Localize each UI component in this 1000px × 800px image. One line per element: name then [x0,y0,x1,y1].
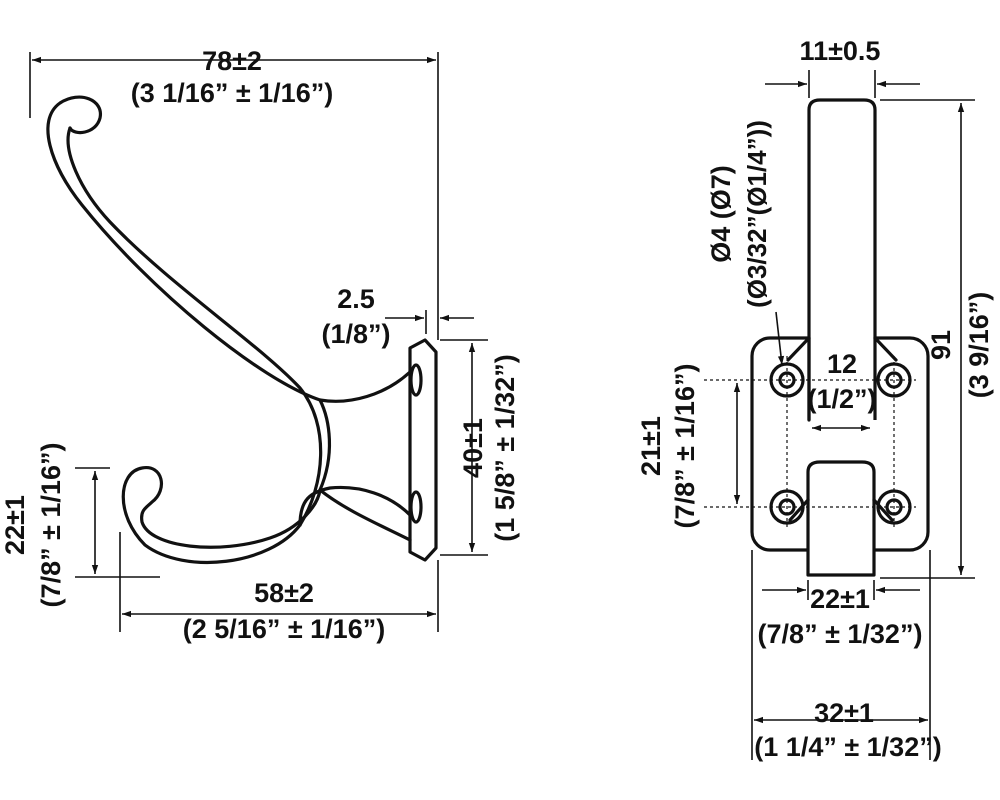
label-plate-thickness-imperial: (1/8”) [321,319,390,349]
side-hook-upper-arm-inner [66,126,323,527]
side-hook-neck [318,398,331,492]
label-lower-hook-height: 22±1 [0,495,30,555]
front-upper-arm [807,98,877,420]
label-lower-hook-height-imperial: (7/8” ± 1/16”) [36,443,66,608]
label-lower-hook-width: 22±1 [810,584,870,614]
label-hole-vertical: 21±1 [636,416,666,476]
label-lower-hook-reach-imperial: (2 5/16” ± 1/16”) [183,614,385,644]
front-view: 11±0.5 Ø4 (Ø7) (Ø3/32”(Ø1/4”)) 12 (1/2”)… [636,36,994,762]
label-hook-width: 11±0.5 [800,36,881,66]
label-hole-spacing: 40±1 [458,418,488,478]
side-hook-upper-arm [46,95,412,403]
label-plate-thickness: 2.5 [337,284,375,314]
label-plate-width-imperial: (1 1/4” ± 1/32”) [754,732,941,762]
front-chamfer-right [873,336,898,362]
label-hole-spacing-imperial: (1 5/8” ± 1/32”) [490,354,520,541]
side-lower-screw-hole [409,490,423,524]
label-overall-width-imperial: (3 1/16” ± 1/16”) [131,78,333,108]
label-overall-height-imperial: (3 9/16”) [964,292,994,399]
label-hole-vertical-imperial: (7/8” ± 1/16”) [670,364,700,529]
side-upper-screw-hole [409,363,423,397]
side-hook-lower-arm [298,485,412,527]
front-lower-arm [806,460,876,577]
front-chamfer-left [786,336,811,362]
leader-screw-hole [775,311,785,366]
side-view: 78±2 (3 1/16” ± 1/16”) 2.5 (1/8”) 40±1 (… [0,46,520,644]
label-overall-height: 91 [926,330,956,360]
label-screw-hole-imperial: (Ø3/32”(Ø1/4”)) [742,120,772,308]
label-lower-hook-width-imperial: (7/8” ± 1/32”) [758,619,923,649]
side-hook-lower-curl [121,466,322,564]
side-mounting-plate [408,338,438,562]
label-hole-gap-imperial: (1/2”) [807,384,876,414]
label-screw-hole: Ø4 (Ø7) [706,165,736,263]
front-lower-chamfer-left [788,498,810,522]
label-hole-gap: 12 [827,349,857,379]
label-overall-width: 78±2 [202,46,262,76]
label-lower-hook-reach: 58±2 [254,578,314,608]
side-hook-lower-base [318,488,412,542]
label-plate-width: 32±1 [814,698,874,728]
